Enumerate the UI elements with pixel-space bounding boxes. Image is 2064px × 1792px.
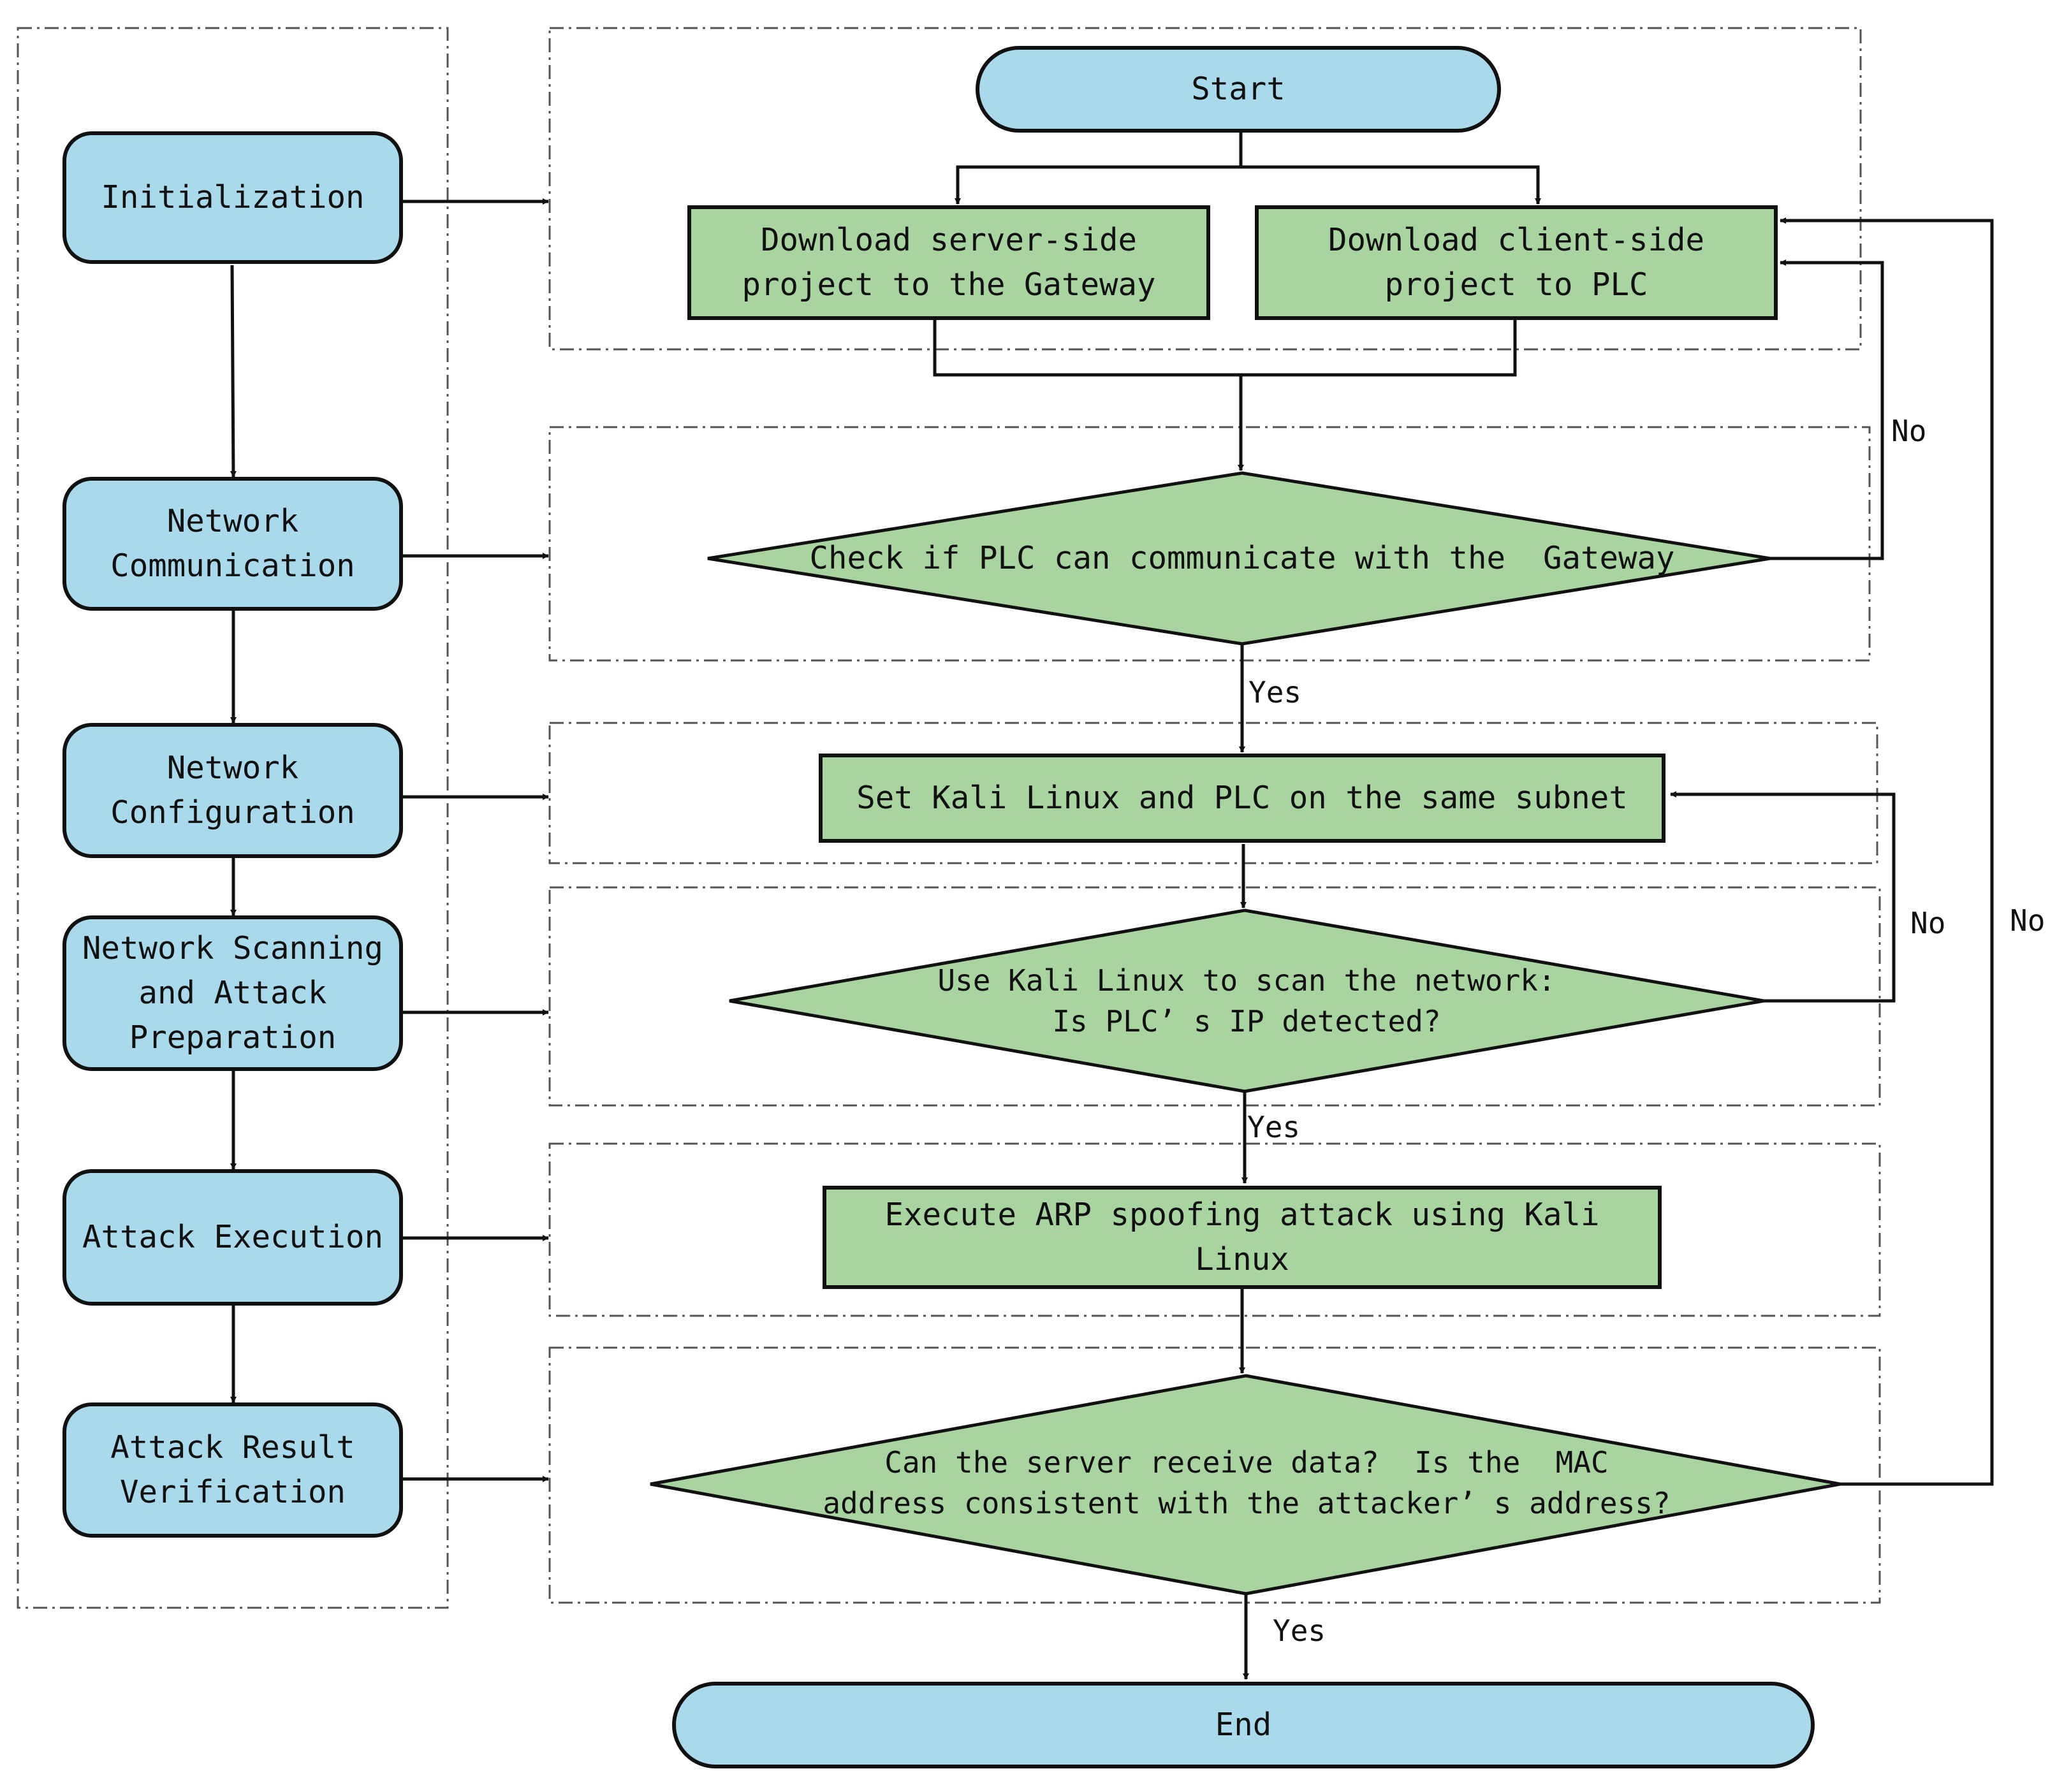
end-terminal: End xyxy=(672,1682,1815,1768)
frame-attack-verification xyxy=(548,1346,1881,1604)
decision-scan-network-line-1: Use Kali Linux to scan the network: xyxy=(937,963,1556,998)
arrow-start-to-server xyxy=(955,131,1243,205)
decision-verify-result-line-2: address consistent with the attacker’ s … xyxy=(823,1486,1671,1520)
phase-attack-execution-label: Attack Execution xyxy=(82,1219,383,1255)
merge-line-downloads xyxy=(933,320,1517,377)
arrow-scan-no xyxy=(1670,791,1896,1003)
phase-attack-result-label-1: Attack Result xyxy=(110,1429,355,1466)
step-execute-attack-line-1: Execute ARP spoofing attack using Kali xyxy=(884,1197,1600,1233)
label-check-no: No xyxy=(1891,414,1927,448)
phase-network-scanning: Network Scanning and Attack Preparation xyxy=(62,915,403,1071)
phase-initialization-label: Initialization xyxy=(101,179,365,215)
phase-network-configuration-label-1: Network xyxy=(166,750,299,786)
phase-network-scanning-label-2: and Attack xyxy=(138,975,327,1011)
step-download-client-line-1: Download client-side xyxy=(1328,222,1704,258)
label-verify-no: No xyxy=(2010,903,2046,938)
phase-attack-result-label-2: Verification xyxy=(119,1474,346,1510)
frame-network-scanning xyxy=(548,886,1881,1107)
frame-initialization xyxy=(548,27,1862,351)
start-terminal: Start xyxy=(976,46,1501,133)
phase-network-scanning-label-1: Network Scanning xyxy=(82,930,383,966)
step-download-client: Download client-side project to PLC xyxy=(1255,205,1778,320)
phase-network-configuration-label-2: Configuration xyxy=(110,794,355,831)
phase-attack-execution: Attack Execution xyxy=(62,1169,403,1306)
decision-verify-result-text: Can the server receive data? Is the MAC … xyxy=(778,1438,1715,1527)
phase-network-scanning-label-3: Preparation xyxy=(129,1019,337,1056)
phase-network-communication: Network Communication xyxy=(62,477,403,611)
label-scan-yes: Yes xyxy=(1247,1110,1301,1144)
step-execute-attack: Execute ARP spoofing attack using Kali L… xyxy=(823,1186,1662,1289)
step-download-client-line-2: project to PLC xyxy=(1384,266,1648,303)
phase-attack-result-verification: Attack Result Verification xyxy=(62,1402,403,1538)
step-download-server-line-2: project to the Gateway xyxy=(742,266,1156,303)
phase-network-communication-label-1: Network xyxy=(166,503,299,539)
step-set-subnet-line: Set Kali Linux and PLC on the same subne… xyxy=(856,780,1628,816)
label-scan-no: No xyxy=(1910,906,1946,940)
arrow-check-no xyxy=(1770,259,1884,560)
phase-network-communication-label-2: Communication xyxy=(110,548,355,584)
decision-scan-network-text: Use Kali Linux to scan the network: Is P… xyxy=(823,956,1671,1045)
step-download-server-line-1: Download server-side xyxy=(760,222,1137,258)
phase-network-configuration: Network Configuration xyxy=(62,723,403,858)
step-set-subnet: Set Kali Linux and PLC on the same subne… xyxy=(819,754,1665,843)
start-label: Start xyxy=(1191,71,1285,107)
phase-column-frame xyxy=(17,27,449,1609)
phase-initialization: Initialization xyxy=(62,131,403,264)
decision-check-communication-text: Check if PLC can communicate with the Ga… xyxy=(752,533,1732,584)
decision-scan-network-line-2: Is PLC’ s IP detected? xyxy=(1052,1004,1441,1038)
decision-check-communication-line: Check if PLC can communicate with the Ga… xyxy=(809,540,1675,576)
arrow-verify-no xyxy=(1780,217,1994,1486)
arrow-start-to-client xyxy=(1241,165,1541,205)
step-download-server: Download server-side project to the Gate… xyxy=(687,205,1210,320)
label-verify-yes: Yes xyxy=(1273,1614,1326,1648)
arrow-phase-1-2 xyxy=(230,265,237,477)
label-check-yes: Yes xyxy=(1248,675,1302,710)
step-execute-attack-line-2: Linux xyxy=(1195,1241,1289,1278)
end-label: End xyxy=(1215,1707,1272,1743)
decision-verify-result-line-1: Can the server receive data? Is the MAC xyxy=(884,1445,1609,1480)
